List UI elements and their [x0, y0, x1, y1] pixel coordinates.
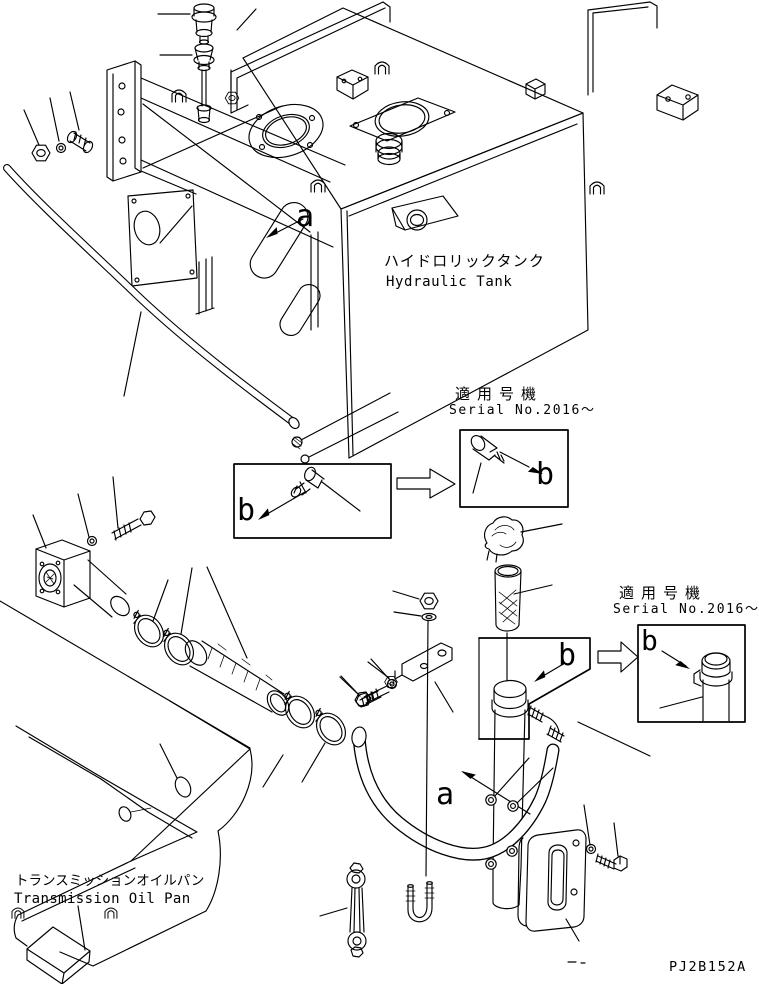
return-hose-drawing	[351, 705, 651, 861]
link-rod-drawing	[319, 862, 367, 958]
serial-note-bottom-en: Serial No.2016～	[613, 602, 759, 617]
u-bolt-drawing	[405, 881, 435, 923]
callout-b-1: b	[237, 493, 256, 528]
callout-b-3: b	[558, 638, 577, 673]
hydraulic-tank-label-en: Hydraulic Tank	[386, 274, 513, 290]
transmission-pan-drawing	[0, 600, 253, 984]
detail-box-b-main	[233, 463, 392, 539]
elbow-and-hose-assembly	[32, 476, 398, 788]
hydraulic-tank-drawing	[230, 1, 699, 459]
pointer-arrow-right-bottom	[597, 641, 639, 673]
callout-a-1: a	[296, 199, 315, 234]
filler-tube-drawing	[491, 679, 529, 910]
mounting-frame-drawing	[106, 60, 346, 331]
tank-inlet-fittings-drawing	[23, 91, 94, 162]
bracket-assembly-drawing	[340, 590, 454, 713]
callout-a-2: a	[436, 777, 455, 812]
pointer-arrow-right-top	[396, 468, 456, 499]
detail-box-b-serial-top	[459, 429, 569, 508]
callout-b-2: b	[536, 457, 555, 492]
detail-box-filler	[478, 637, 591, 740]
breather-valve-drawing	[157, 3, 257, 124]
callout-a-top-arrow	[263, 218, 304, 241]
serial-note-top-en: Serial No.2016～	[449, 403, 596, 418]
drawing-code: PJ2B152A	[669, 959, 747, 975]
transmission-oil-pan-label-en: Transmission Oil Pan	[14, 891, 191, 907]
guard-cover-drawing	[517, 804, 628, 964]
leader-lines	[425, 620, 554, 877]
transmission-oil-pan-label-jp: トランスミッションオイルパン	[15, 873, 205, 889]
hydraulic-tank-label-jp: ハイドロリックタンク	[384, 252, 546, 270]
detail-box-b-serial-bottom	[637, 624, 746, 723]
serial-note-top-jp: 適用号機	[455, 385, 544, 403]
filler-assembly-drawing	[484, 516, 563, 682]
suction-hose-drawing	[3, 164, 399, 464]
serial-note-bottom-jp: 適用号機	[619, 584, 708, 602]
callout-b-4: b	[641, 624, 658, 657]
